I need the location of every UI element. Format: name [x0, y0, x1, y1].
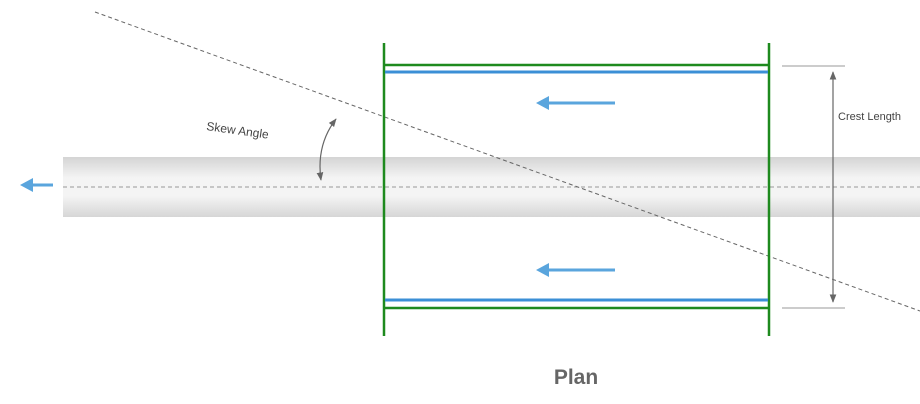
- curved-arrow-icon: [316, 118, 337, 181]
- arrow-left-icon: [536, 263, 615, 277]
- arrow-left-icon: [20, 178, 53, 192]
- skew-angle-label: Skew Angle: [206, 119, 270, 142]
- skew-reference-line: [94, 11, 920, 312]
- arrow-left-icon: [536, 96, 615, 110]
- crest-length-label: Crest Length: [838, 111, 901, 123]
- plan-caption: Plan: [553, 366, 599, 389]
